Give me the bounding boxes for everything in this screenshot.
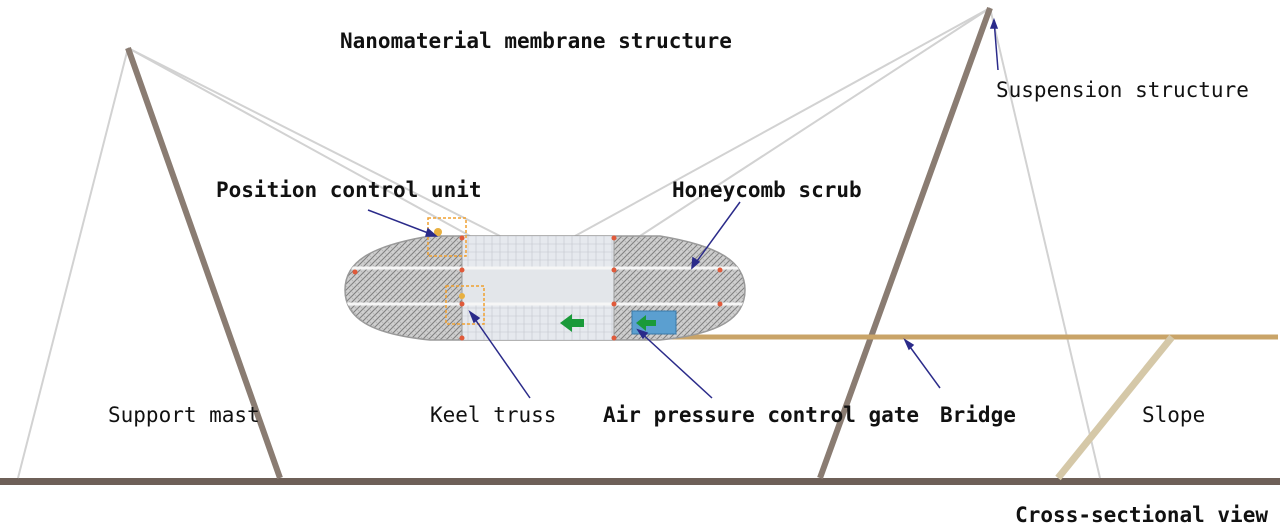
position-control-box-upper	[427, 217, 467, 257]
suspension-cables	[17, 7, 1101, 479]
green-arrow-icon	[560, 314, 584, 332]
slope-label: Slope	[1142, 403, 1205, 427]
honeycomb-label: Honeycomb scrub	[672, 178, 862, 202]
view-title: Cross-sectional view	[1015, 503, 1268, 527]
left-support-mast	[125, 47, 283, 479]
callout-pointers	[367, 17, 999, 399]
ground-line	[0, 478, 1280, 485]
position-control-label: Position control unit	[216, 178, 482, 202]
bridge-label: Bridge	[940, 403, 1016, 427]
position-control-box-lower	[445, 285, 485, 325]
hull-nodes	[352, 235, 723, 341]
slope-ramp	[1055, 334, 1175, 481]
right-support-mast	[817, 6, 993, 480]
air-pressure-gate-label: Air pressure control gate	[603, 403, 919, 427]
keel-truss-label: Keel truss	[430, 403, 556, 427]
membrane-label: Nanomaterial membrane structure	[340, 29, 732, 53]
hull	[344, 235, 746, 341]
suspension-label: Suspension structure	[996, 78, 1249, 102]
green-arrow-icon	[636, 315, 656, 331]
support-mast-label: Support mast	[108, 403, 260, 427]
